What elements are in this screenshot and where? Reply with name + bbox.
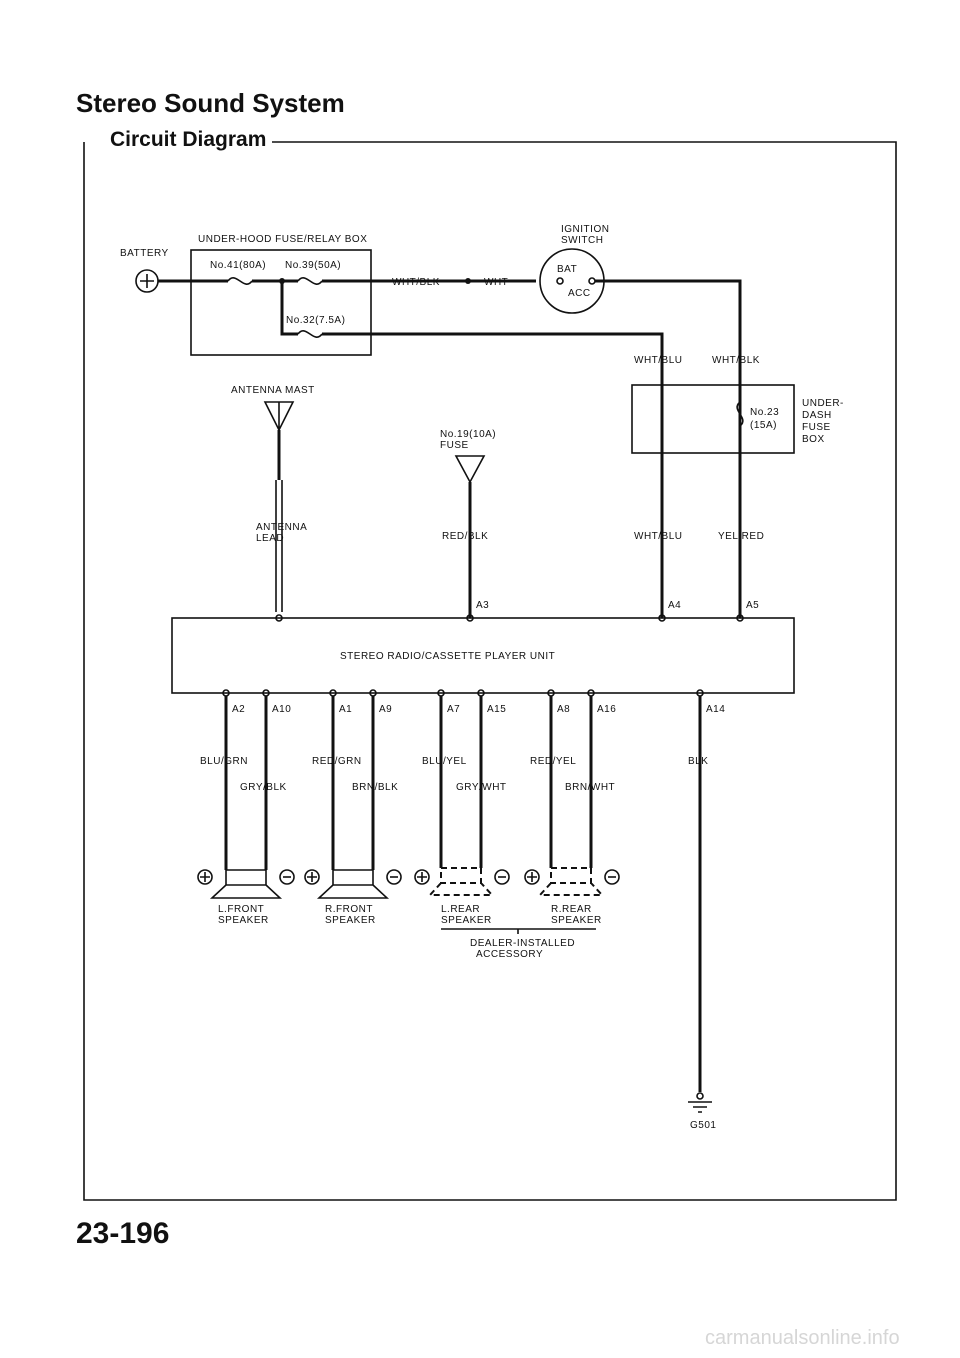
ignition-switch-title-2: SWITCH	[561, 235, 603, 246]
r-front-speaker-icon	[304, 869, 402, 899]
battery-icon	[135, 269, 159, 293]
wire-label-red-yel: RED/YEL	[530, 756, 576, 767]
pin-a14: A14	[706, 704, 725, 715]
page-title: Stereo Sound System	[76, 88, 345, 118]
ignition-switch-title-1: IGNITION	[561, 224, 609, 235]
dealer-installed-label-2: ACCESSORY	[476, 949, 543, 960]
wire-label-blu-grn: BLU/GRN	[200, 756, 248, 767]
pin-a16: A16	[597, 704, 616, 715]
fuse-relay-box	[190, 249, 372, 356]
dash-fuse-box-title-2: DASH	[802, 410, 832, 421]
ignition-bat-label: BAT	[557, 264, 577, 275]
fuse-32-label: No.32(7.5A)	[286, 315, 345, 326]
fuse-39-label: No.39(50A)	[285, 260, 341, 271]
wire-label-blk: BLK	[688, 756, 708, 767]
fuse-23-icon	[736, 401, 744, 427]
wire-label-brn-wht: BRN/WHT	[565, 782, 615, 793]
fuse-23-label-1: No.23	[750, 407, 779, 418]
antenna-mast-icon	[263, 401, 295, 432]
fuse-39-icon	[297, 277, 323, 285]
pin-a9: A9	[379, 704, 392, 715]
pin-a5: A5	[746, 600, 759, 611]
l-rear-speaker-icon	[414, 867, 510, 896]
ground-icon	[688, 1092, 712, 1113]
fuse-32-icon	[297, 330, 323, 338]
l-rear-speaker-label-1: L.REAR	[441, 904, 480, 915]
pin-a4: A4	[668, 600, 681, 611]
wire-label-gry-wht: GRY/WHT	[456, 782, 507, 793]
fuse-19-label-2: FUSE	[440, 440, 469, 451]
ground-label: G501	[690, 1120, 716, 1131]
stereo-unit-label: STEREO RADIO/CASSETTE PLAYER UNIT	[340, 651, 555, 662]
pin-a7: A7	[447, 704, 460, 715]
wire-label-red-grn: RED/GRN	[312, 756, 362, 767]
pin-a3: A3	[476, 600, 489, 611]
dash-fuse-box	[631, 384, 795, 454]
l-front-speaker-label-1: L.FRONT	[218, 904, 264, 915]
pin-a15: A15	[487, 704, 506, 715]
r-rear-speaker-label-2: SPEAKER	[551, 915, 602, 926]
r-rear-speaker-label-1: R.REAR	[551, 904, 592, 915]
fuse-23-label-2: (15A)	[750, 420, 777, 431]
diagram-frame	[83, 141, 897, 1201]
pin-a1: A1	[339, 704, 352, 715]
battery-label: BATTERY	[120, 248, 169, 259]
dash-fuse-box-title-1: UNDER-	[802, 398, 844, 409]
r-front-speaker-label-1: R.FRONT	[325, 904, 373, 915]
wire-label-red-blk: RED/BLK	[442, 531, 488, 542]
dash-fuse-box-title-4: BOX	[802, 434, 825, 445]
dealer-installed-label-1: DEALER-INSTALLED	[470, 938, 575, 949]
watermark: carmanualsonline.info	[705, 1327, 900, 1349]
wire-label-yel-red: YEL/RED	[718, 531, 764, 542]
pin-a10: A10	[272, 704, 291, 715]
pin-a2: A2	[232, 704, 245, 715]
r-front-speaker-label-2: SPEAKER	[325, 915, 376, 926]
wire-label-wht-blk: WHT/BLK	[392, 277, 440, 288]
l-rear-speaker-label-2: SPEAKER	[441, 915, 492, 926]
fuse-41-label: No.41(80A)	[210, 260, 266, 271]
wire-label-wht-blu-lower: WHT/BLU	[634, 531, 683, 542]
stereo-unit	[171, 617, 795, 694]
wire-label-wht: WHT	[484, 277, 508, 288]
wire-label-brn-blk: BRN/BLK	[352, 782, 398, 793]
fuse-41-icon	[227, 277, 253, 285]
dash-fuse-box-title-3: FUSE	[802, 422, 831, 433]
pin-a8: A8	[557, 704, 570, 715]
r-rear-speaker-icon	[524, 867, 620, 896]
fuse-19-icon	[454, 455, 486, 484]
fuse-relay-box-title: UNDER-HOOD FUSE/RELAY BOX	[198, 234, 367, 245]
wire-label-gry-blk: GRY/BLK	[240, 782, 287, 793]
antenna-lead-label-2: LEAD	[256, 533, 284, 544]
l-front-speaker-label-2: SPEAKER	[218, 915, 269, 926]
wire-label-blu-yel: BLU/YEL	[422, 756, 467, 767]
page-subtitle: Circuit Diagram	[104, 128, 273, 152]
ignition-acc-label: ACC	[568, 288, 591, 299]
antenna-mast-label: ANTENNA MAST	[231, 385, 315, 396]
antenna-lead-label-1: ANTENNA	[256, 522, 307, 533]
wire-label-wht-blk-upper: WHT/BLK	[712, 355, 760, 366]
wire-label-wht-blu-upper: WHT/BLU	[634, 355, 683, 366]
dealer-bracket	[441, 928, 596, 934]
fuse-19-label-1: No.19(10A)	[440, 429, 496, 440]
page-number: 23-196	[76, 1217, 170, 1250]
l-front-speaker-icon	[197, 869, 295, 899]
